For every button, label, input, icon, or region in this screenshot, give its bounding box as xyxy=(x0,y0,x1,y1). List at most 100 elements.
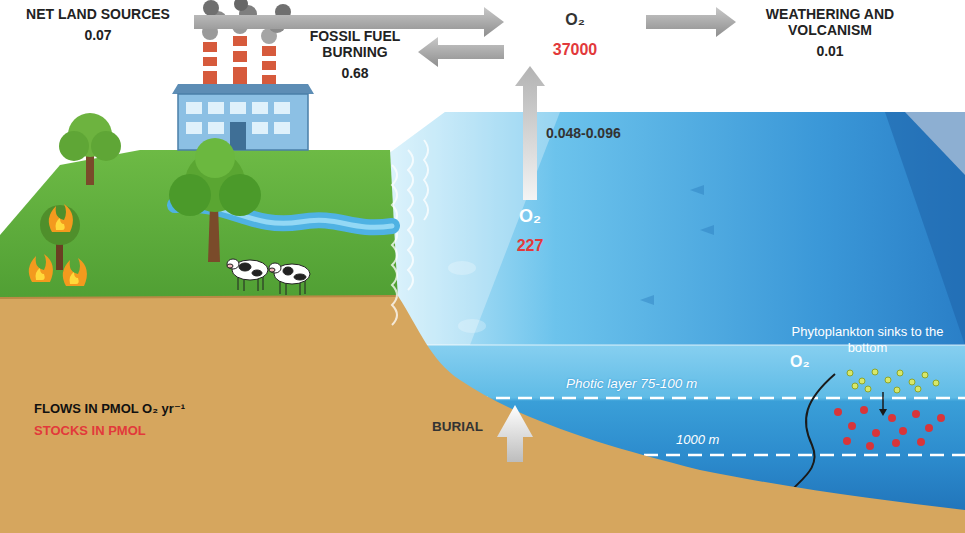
factory-part xyxy=(208,102,224,114)
tree xyxy=(59,113,261,262)
cow-part xyxy=(258,278,259,291)
flux-name: BURIAL xyxy=(432,419,494,435)
cow-part xyxy=(269,268,275,272)
units-note: FLOWS IN PMOL O₂ yr⁻¹ xyxy=(34,400,274,417)
phytoplankton-part xyxy=(922,372,928,378)
reservoir-node: O₂227 xyxy=(500,206,560,256)
depth-label: 1000 m xyxy=(676,432,746,448)
factory-part xyxy=(262,70,276,75)
cow-part xyxy=(227,264,233,268)
cow-part xyxy=(263,276,264,290)
depth-label: Photic layer 75-100 m xyxy=(566,376,756,392)
tree-part xyxy=(59,131,89,161)
factory-part xyxy=(172,84,314,94)
flux-name: NET LAND SOURCES xyxy=(8,6,188,22)
factory-part xyxy=(274,122,290,134)
sinking-particles-part xyxy=(892,439,900,447)
burial-arrow-part xyxy=(497,405,533,462)
factory-part xyxy=(262,56,276,61)
sinking-particles-part xyxy=(843,437,851,445)
flux-node: FOSSIL FUEL BURNING 0.68 xyxy=(298,28,412,82)
annotation-text: Phytoplankton sinks to the bottom xyxy=(775,324,960,356)
factory-part xyxy=(252,122,268,134)
phytoplankton-part xyxy=(915,386,921,392)
ocean-part xyxy=(458,319,486,333)
surf-part xyxy=(408,150,413,290)
phytoplankton xyxy=(847,369,939,393)
wildfire-part xyxy=(40,205,80,245)
tree-part xyxy=(195,138,235,178)
phytoplankton-part xyxy=(933,380,939,386)
cow xyxy=(227,259,310,295)
wildfire-part xyxy=(56,218,65,230)
factory-part xyxy=(233,62,247,67)
sinking-particles-part xyxy=(912,410,920,418)
factory-part xyxy=(203,52,217,57)
cow-part xyxy=(239,263,251,271)
cow-part xyxy=(227,259,239,269)
reservoir-name: O₂ xyxy=(510,10,640,30)
factory-part xyxy=(230,122,246,150)
units-note: STOCKS IN PMOL xyxy=(34,422,274,439)
factory-part xyxy=(203,66,217,71)
sinking-particles-part xyxy=(834,408,842,416)
wildfire-part xyxy=(29,254,53,282)
sinking-particles-part xyxy=(872,429,880,437)
factory-part xyxy=(186,102,202,114)
phytoplankton-part xyxy=(872,369,878,375)
phytoplankton-part xyxy=(847,370,853,376)
factory-part xyxy=(178,94,308,150)
sinking-particles-part xyxy=(848,422,856,430)
factory-part xyxy=(274,102,290,114)
cow-part xyxy=(294,274,306,280)
oxygen-label: O₂ xyxy=(790,352,820,372)
land-part xyxy=(0,150,398,305)
depth-line-part xyxy=(430,397,965,400)
reservoir-name: O₂ xyxy=(500,206,560,226)
cow-part xyxy=(305,280,306,294)
flux-arrow xyxy=(646,7,736,37)
surf-part xyxy=(424,140,428,220)
sinking-particles-part xyxy=(925,424,933,432)
phytoplankton-part xyxy=(885,377,891,383)
land-part xyxy=(0,296,965,533)
flux-value: 0.68 xyxy=(298,64,412,82)
cow-part xyxy=(283,267,293,275)
ocean-part xyxy=(380,112,965,345)
smoke-part xyxy=(203,0,219,16)
oxygen-profile xyxy=(790,374,835,492)
reservoir-node: O₂ 37000 xyxy=(510,10,640,60)
factory-part xyxy=(252,102,268,114)
factory-part xyxy=(230,102,246,114)
tree-part xyxy=(169,174,211,216)
factory xyxy=(172,36,314,150)
cow-part xyxy=(252,270,262,276)
phytoplankton-part xyxy=(897,370,903,376)
wildfire-part xyxy=(49,204,73,232)
flux-name: FOSSIL FUEL BURNING xyxy=(298,28,412,60)
tree-part xyxy=(208,205,220,262)
reservoir-stock: 37000 xyxy=(510,40,640,60)
factory-part xyxy=(208,122,224,134)
flux-name: WEATHERING AND VOLCANISM xyxy=(742,6,918,38)
land xyxy=(0,150,965,533)
flux-value: 0.07 xyxy=(8,26,188,44)
phytoplankton-part xyxy=(859,378,865,384)
flux-arrow xyxy=(515,66,545,200)
flux-label: 0.048-0.096 xyxy=(546,125,621,141)
sinking-particles-part xyxy=(917,438,925,446)
sinking-particles-part xyxy=(899,427,907,435)
factory-part xyxy=(186,122,202,134)
wildfire-part xyxy=(63,258,87,286)
flux-arrow xyxy=(418,37,504,67)
ocean-part xyxy=(885,112,965,345)
sinking-arrow xyxy=(879,392,887,416)
phytoplankton-part xyxy=(909,379,915,385)
land-part xyxy=(0,296,398,298)
flux-node: NET LAND SOURCES 0.07 xyxy=(8,6,188,44)
burial-arrow xyxy=(497,405,533,462)
flux-node: WEATHERING AND VOLCANISM0.01 xyxy=(742,6,918,60)
